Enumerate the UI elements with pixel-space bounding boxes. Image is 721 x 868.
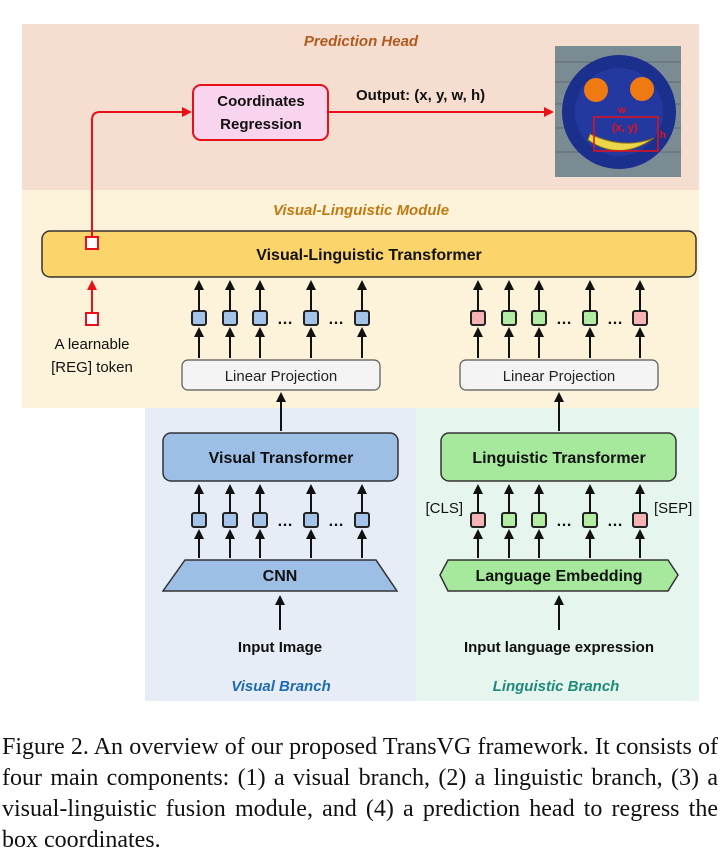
- vl-transformer-block: [41, 230, 697, 278]
- language-embedding-label: Language Embedding: [475, 568, 642, 585]
- visual-projected-ellipsis: …: [328, 311, 344, 328]
- visual-feature-token: [252, 512, 268, 528]
- linguistic-transformer-label: Linguistic Transformer: [472, 450, 645, 467]
- linguistic-linear-projection-label: Linear Projection: [503, 368, 616, 385]
- visual-projected-ellipsis: …: [277, 311, 293, 328]
- orange-right-icon: [630, 77, 654, 101]
- linguistic-feature-token: [470, 512, 486, 528]
- linguistic-transformer-block: [440, 432, 677, 482]
- linguistic-projected-token: [501, 310, 517, 326]
- visual-feature-token: [303, 512, 319, 528]
- reg-output-path: [91, 107, 192, 237]
- reg-token-label-1: A learnable: [54, 336, 129, 353]
- visual-transformer-label: Visual Transformer: [209, 450, 354, 467]
- transvg-framework-diagram: Prediction Head Visual-Linguistic Module…: [22, 24, 699, 701]
- input-image-label: Input Image: [238, 639, 322, 656]
- coordinates-regression-label-1: Coordinates: [217, 93, 305, 110]
- visual-projected-token: [303, 310, 319, 326]
- linguistic-feature-ellipsis: …: [607, 513, 623, 530]
- cnn-label: CNN: [263, 568, 298, 585]
- banana-icon: [587, 133, 655, 151]
- photo-bounding-box: [593, 116, 659, 152]
- token-rows: … … … … … … … …: [191, 280, 648, 558]
- photo-h-label: h: [660, 130, 666, 141]
- visual-transformer-block: [162, 432, 399, 482]
- linguistic-feature-token: [582, 512, 598, 528]
- cls-token-label: [CLS]: [425, 500, 463, 517]
- visual-feature-token: [222, 512, 238, 528]
- visual-feature-ellipsis: …: [328, 513, 344, 530]
- reg-input-token: [85, 312, 99, 326]
- language-embedding-block: [439, 559, 679, 592]
- sep-token-label: [SEP]: [654, 500, 692, 517]
- linguistic-projected-token: [632, 310, 648, 326]
- linguistic-branch-title: Linguistic Branch: [493, 678, 620, 695]
- input-language-label: Input language expression: [464, 639, 654, 656]
- linguistic-feature-token: [531, 512, 547, 528]
- visual-linear-projection-label: Linear Projection: [225, 368, 338, 385]
- visual-projected-token: [222, 310, 238, 326]
- photo-xy-label: (x, y): [612, 122, 638, 134]
- linguistic-projected-token: [582, 310, 598, 326]
- visual-feature-ellipsis: …: [277, 513, 293, 530]
- visual-projected-token: [191, 310, 207, 326]
- linguistic-projected-ellipsis: …: [607, 311, 623, 328]
- cnn-block: [161, 559, 399, 592]
- visual-branch-title: Visual Branch: [231, 678, 330, 695]
- output-label: Output: (x, y, w, h): [356, 87, 485, 104]
- figure-caption: Figure 2. An overview of our proposed Tr…: [2, 734, 718, 853]
- linguistic-feature-token: [632, 512, 648, 528]
- visual-feature-token: [354, 512, 370, 528]
- visual-projected-token: [252, 310, 268, 326]
- reg-output-token: [85, 236, 99, 250]
- linguistic-projected-token: [470, 310, 486, 326]
- linguistic-projected-ellipsis: …: [556, 311, 572, 328]
- input-photo-thumbnail: (x, y) w h: [555, 46, 681, 177]
- photo-w-label: w: [617, 105, 626, 116]
- linguistic-linear-projection-block: [459, 359, 659, 391]
- visual-linear-projection-block: [181, 359, 381, 391]
- orange-left-icon: [584, 78, 608, 102]
- visual-projected-token: [354, 310, 370, 326]
- linguistic-feature-ellipsis: …: [556, 513, 572, 530]
- coordinates-regression-label-2: Regression: [220, 116, 302, 133]
- vl-transformer-label: Visual-Linguistic Transformer: [256, 247, 482, 264]
- prediction-head-title: Prediction Head: [304, 33, 419, 50]
- reg-token-label-2: [REG] token: [51, 359, 133, 376]
- vl-module-title: Visual-Linguistic Module: [273, 202, 449, 219]
- linguistic-feature-token: [501, 512, 517, 528]
- visual-feature-token: [191, 512, 207, 528]
- linguistic-projected-token: [531, 310, 547, 326]
